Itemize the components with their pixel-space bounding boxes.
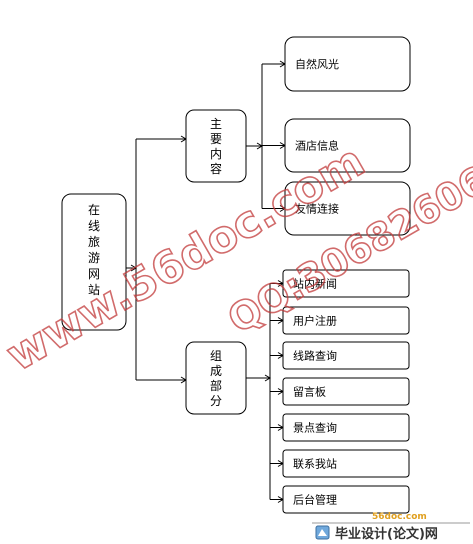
child-node-0-2-label: 友情连接 (295, 202, 339, 216)
branch-node-1-box (185, 341, 247, 415)
child-node-0-1: 酒店信息 (284, 118, 411, 173)
child-node-1-4-box (282, 413, 410, 442)
branch-node-1-label: 组成部分 (210, 349, 222, 408)
child-node-1-1: 用户注册 (282, 306, 410, 335)
child-node-0-1-label: 酒店信息 (295, 139, 339, 153)
child-node-1-5: 联系我站 (282, 449, 410, 478)
child-node-1-1-box (282, 306, 410, 335)
child-node-0-2-box (284, 181, 411, 236)
child-node-1-6-label: 后台管理 (293, 493, 337, 507)
root-node: 在线旅游网站 (61, 193, 127, 331)
child-node-1-2-box (282, 341, 410, 370)
branch-node-0-box (185, 109, 247, 183)
child-node-1-6: 后台管理 (282, 485, 410, 514)
child-node-1-3-box (282, 377, 410, 406)
root-node-box (61, 193, 127, 331)
child-node-1-0-box (282, 269, 410, 298)
brand-name: 毕业设计(论文)网 (335, 526, 438, 542)
child-node-0-0: 自然风光 (284, 36, 411, 92)
child-node-1-0: 站内新闻 (282, 269, 410, 298)
child-node-1-5-label: 联系我站 (293, 457, 337, 471)
child-node-1-4-label: 景点查询 (293, 421, 337, 435)
child-node-1-5-box (282, 449, 410, 478)
brand-emblem-icon (315, 525, 330, 540)
brand-logo: 56doc.com 毕业设计(论文)网 (312, 512, 470, 542)
child-node-0-0-box (284, 36, 411, 92)
child-node-1-1-label: 用户注册 (293, 314, 337, 328)
child-node-1-2-label: 线路查询 (293, 349, 337, 363)
child-node-0-1-box (284, 118, 411, 173)
brand-domain: 56doc.com (372, 512, 427, 522)
child-node-1-3-label: 留言板 (293, 385, 326, 399)
branch-node-0-label: 主要内容 (210, 117, 222, 176)
child-node-0-2: 友情连接 (284, 181, 411, 236)
child-node-1-4: 景点查询 (282, 413, 410, 442)
child-node-0-0-label: 自然风光 (295, 57, 339, 71)
child-node-1-2: 线路查询 (282, 341, 410, 370)
root-node-label: 在线旅游网站 (88, 203, 100, 297)
child-node-1-6-box (282, 485, 410, 514)
child-node-1-3: 留言板 (282, 377, 410, 406)
child-node-1-0-label: 站内新闻 (293, 277, 337, 291)
branch-node-0: 主要内容 (185, 109, 247, 183)
branch-node-1: 组成部分 (185, 341, 247, 415)
